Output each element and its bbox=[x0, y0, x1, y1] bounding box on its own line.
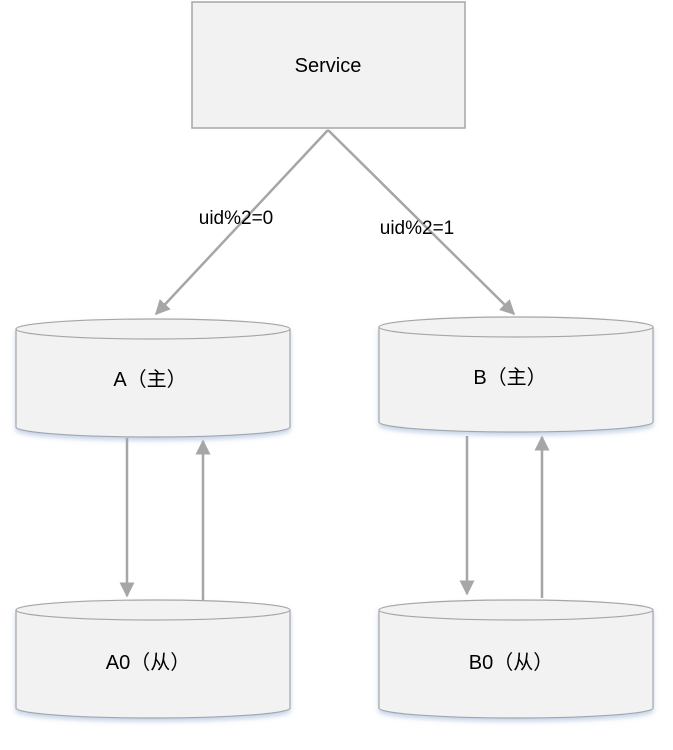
service-node: Service bbox=[191, 1, 466, 129]
database-b-slave-label: B0（从） bbox=[469, 651, 553, 674]
database-b-master-label: B（主） bbox=[473, 366, 546, 389]
database-a-master bbox=[15, 318, 291, 438]
edge-condition-left: uid%2=0 bbox=[199, 208, 273, 229]
edge-service-to-b: uid%2=1 bbox=[327, 129, 516, 316]
database-b-master bbox=[378, 316, 654, 433]
database-a-master-label: A（主） bbox=[113, 368, 186, 391]
edge-condition-right: uid%2=1 bbox=[380, 218, 454, 239]
database-a-slave-label: A0（从） bbox=[106, 651, 190, 674]
edge-service-to-a: uid%2=0 bbox=[154, 129, 329, 316]
database-a-slave bbox=[15, 599, 291, 719]
service-label: Service bbox=[295, 55, 362, 77]
database-b-slave bbox=[378, 599, 654, 719]
